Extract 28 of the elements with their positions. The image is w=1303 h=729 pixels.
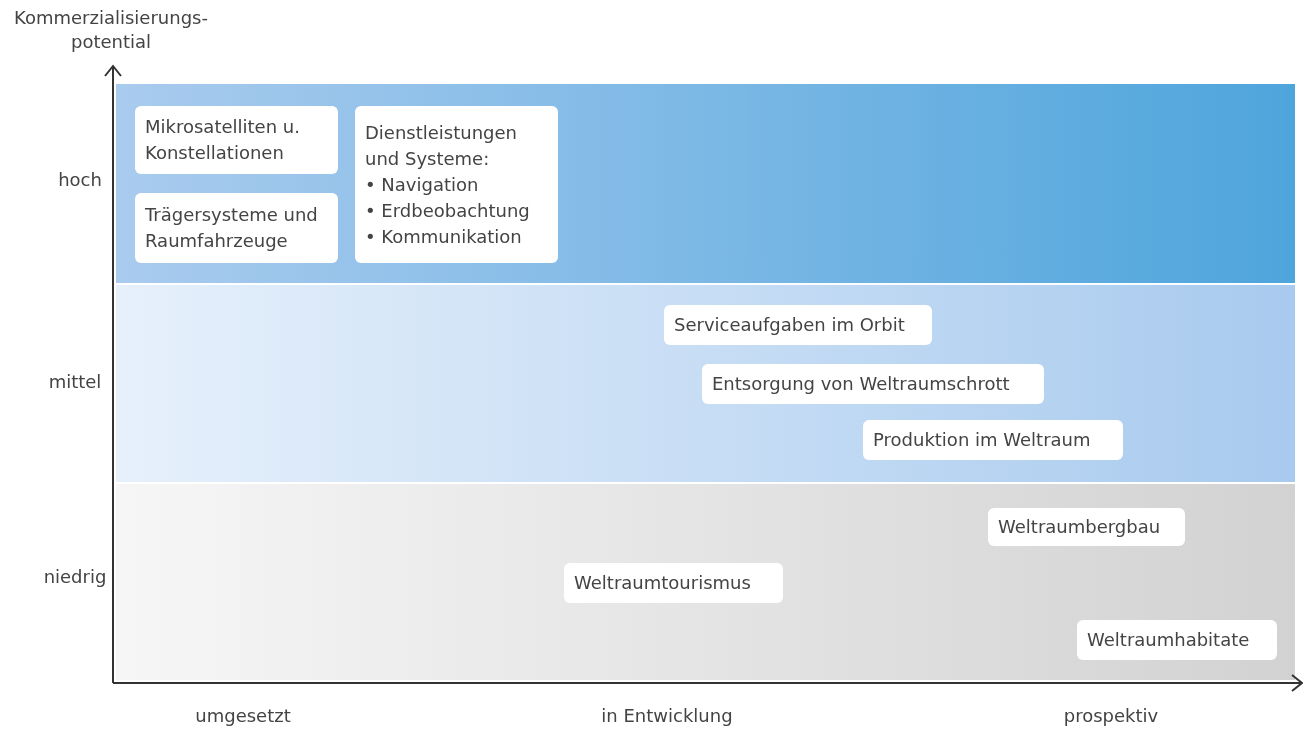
card-text: Dienstleistungen und Systeme:	[365, 120, 518, 171]
category-card	[702, 364, 1044, 404]
card-text: Mikrosatelliten u. Konstellationen	[145, 115, 301, 165]
card-text: Weltraumbergbau	[998, 515, 1162, 539]
card-text: Entsorgung von Weltraumschrott	[712, 372, 1011, 396]
category-card	[564, 563, 783, 603]
axis-label: Kommerzialisierungs-potential	[13, 6, 209, 54]
axis-label: niedrig	[42, 565, 108, 589]
card-text: Serviceaufgaben im Orbit	[674, 313, 906, 337]
category-card	[135, 106, 338, 174]
category-card	[135, 193, 338, 263]
axis-label: umgesetzt	[194, 704, 292, 728]
axis-label: prospektiv	[1062, 704, 1160, 728]
category-card	[1077, 620, 1277, 660]
card-text: Weltraumtourismus	[574, 571, 752, 595]
category-card	[988, 508, 1185, 546]
card-text: Produktion im Weltraum	[873, 428, 1092, 452]
bullet-item: • Kommunikation	[365, 224, 523, 249]
bullet-item: • Erdbeobachtung	[365, 198, 531, 223]
category-card	[863, 420, 1123, 460]
bullet-item: • Navigation	[365, 172, 480, 197]
card-text: Weltraumhabitate	[1087, 628, 1251, 652]
axis-label: hoch	[57, 168, 103, 192]
axis-label: mittel	[47, 370, 103, 394]
axis-label: in Entwicklung	[600, 704, 734, 728]
card-text: Trägersysteme und Raumfahrzeuge	[145, 203, 319, 253]
category-card	[664, 305, 932, 345]
category-card	[355, 106, 558, 263]
